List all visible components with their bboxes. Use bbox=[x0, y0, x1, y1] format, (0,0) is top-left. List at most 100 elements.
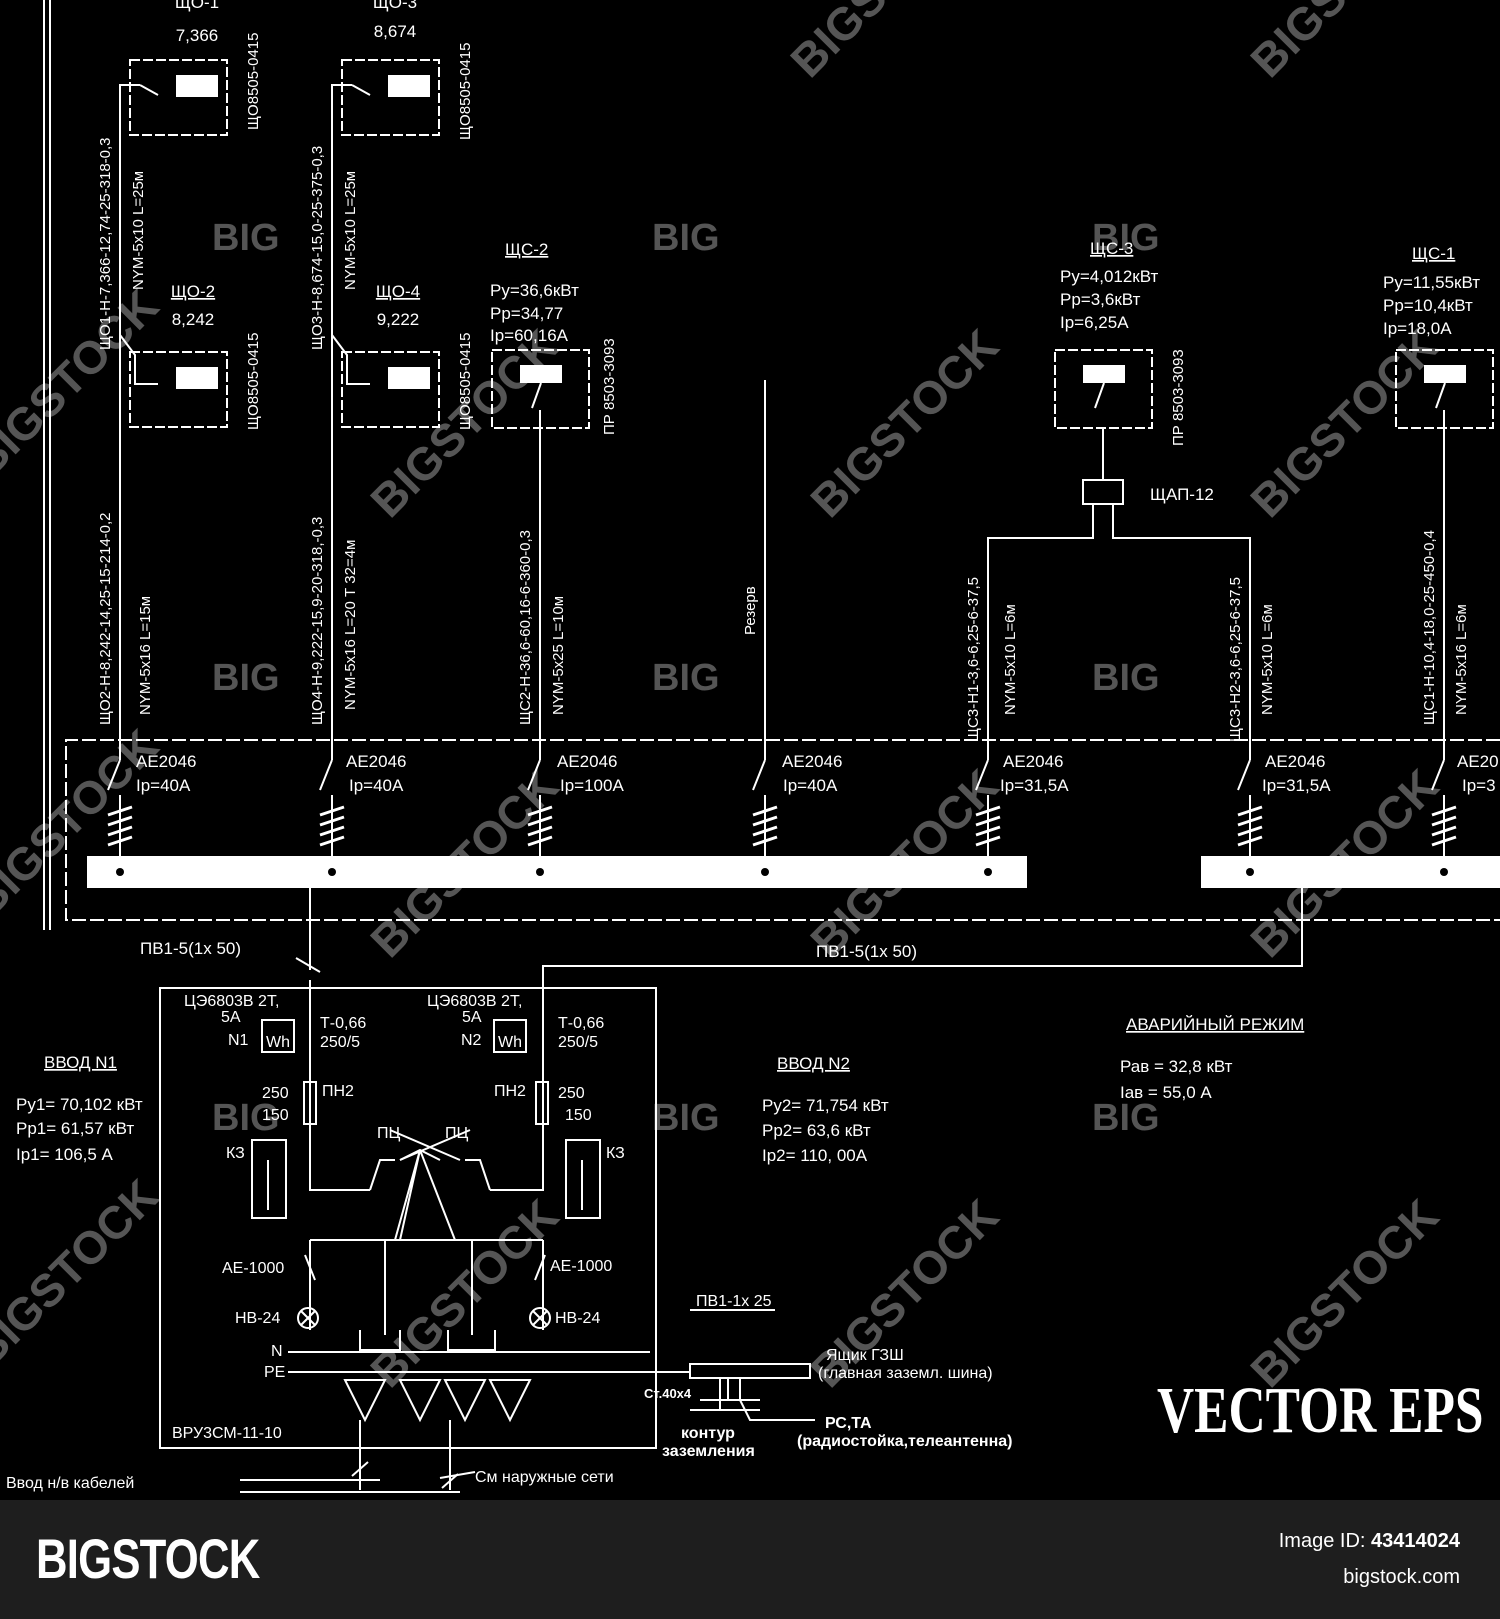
load-ip: Iр=18,0А bbox=[1383, 319, 1452, 338]
bigstock-logo: BIGSTOCK bbox=[36, 1527, 260, 1590]
cable-label: ЩО1-Н-7,366-12,74-25-318-0,3 bbox=[97, 137, 114, 350]
image-id-value: 43414024 bbox=[1371, 1530, 1460, 1552]
breaker-type: АЕ2046 bbox=[346, 752, 407, 771]
n-label: N bbox=[271, 1343, 283, 1360]
cabinet-name: ВРУ3СМ-11-10 bbox=[172, 1425, 282, 1442]
panel-value: 8,674 bbox=[374, 22, 417, 41]
load-pp: Рр=10,4кВт bbox=[1383, 296, 1473, 315]
watermark-small: BIG bbox=[212, 1097, 280, 1139]
pc-label: ПЦ bbox=[377, 1125, 401, 1142]
site-url: bigstock.com bbox=[1343, 1566, 1460, 1588]
breaker-ip: Iр=40А bbox=[783, 776, 838, 795]
cable-label: ЩС3-Н2-3,6-6,25-6-37,5 bbox=[1227, 577, 1244, 742]
ae-label: АЕ-1000 bbox=[222, 1260, 284, 1277]
load-name: ЩС-2 bbox=[505, 240, 548, 259]
bus-cable-label: ПВ1-5(1х 50) bbox=[816, 942, 917, 961]
meter-label: ЦЭ6803В 2Т, bbox=[184, 993, 279, 1010]
breaker-ip: Iр=100А bbox=[560, 776, 624, 795]
emergency-p: Рав = 32,8 кВт bbox=[1120, 1057, 1233, 1076]
input1-pp: Рр1= 61,57 кВт bbox=[16, 1119, 134, 1138]
load-py: Ру=4,012кВт bbox=[1060, 267, 1159, 286]
input1-py: Ру1= 70,102 кВт bbox=[16, 1095, 143, 1114]
input-cables-label: Ввод н/в кабелей bbox=[6, 1475, 134, 1492]
watermark: BIGSTOCK bbox=[1240, 0, 1448, 87]
cable-label: NYM-5х10 L=6м bbox=[1002, 604, 1019, 715]
cable-label: NYM-5х16 L=20 Т 32=4м bbox=[342, 540, 359, 710]
meter-amp: 5А bbox=[221, 1009, 241, 1026]
panel-type: ЩО8505-0415 bbox=[457, 43, 474, 140]
ae-label: АЕ-1000 bbox=[550, 1258, 612, 1275]
watermark: BIGSTOCK bbox=[0, 1169, 168, 1377]
rs-sub: (радиостойка,телеантенна) bbox=[797, 1433, 1012, 1450]
breaker-type: АЕ2046 bbox=[557, 752, 618, 771]
cable-label: ЩС1-Н-10,4-18,0-25-450-0,4 bbox=[1421, 530, 1438, 725]
cable-label: NYM-5х10 L=25м bbox=[342, 171, 359, 290]
input1-ip: Iр1= 106,5 А bbox=[16, 1145, 114, 1164]
cable-label: NYM-5х10 L=6м bbox=[1259, 604, 1276, 715]
breaker-type: АЕ2046 bbox=[136, 752, 197, 771]
input1-title: ВВОД N1 bbox=[44, 1053, 117, 1072]
diagram-canvas: BIGSTOCK BIGSTOCK BIGSTOCK BIGSTOCK BIGS… bbox=[0, 0, 1500, 1493]
stock-footer: BIGSTOCK Image ID: 43414024 bigstock.com bbox=[0, 1500, 1500, 1619]
cable-label: ЩС2-Н-36,6-60,16-6-360-0,3 bbox=[517, 530, 534, 725]
cable-label: NYM-5х16 L=15м bbox=[137, 596, 154, 715]
watermark: BIGSTOCK bbox=[1240, 1189, 1448, 1397]
watermark-small: BIG bbox=[1092, 1097, 1160, 1139]
reserve-label: Резерв bbox=[742, 586, 759, 635]
cable-label: ЩО4-Н-9,222-15,9-20-318,-0,3 bbox=[309, 517, 326, 725]
cable-label: NYM-5х10 L=25м bbox=[130, 171, 147, 290]
watermark: BIGSTOCK bbox=[800, 319, 1008, 527]
input2-py: Ру2= 71,754 кВт bbox=[762, 1096, 889, 1115]
image-id-label: Image ID: bbox=[1278, 1530, 1366, 1552]
breaker-ip: Iр=40А bbox=[349, 776, 404, 795]
image-id: Image ID: 43414024 bbox=[1279, 1530, 1460, 1553]
meter-label: ЦЭ6803В 2Т, bbox=[427, 993, 522, 1010]
pc-label: ПЦ bbox=[445, 1125, 469, 1142]
panel-type: ЩО8505-0415 bbox=[245, 333, 262, 430]
breaker-type: АЕ2046 bbox=[1003, 752, 1064, 771]
watermark-small: BIG bbox=[652, 217, 720, 259]
input2-pp: Рр2= 63,6 кВт bbox=[762, 1121, 871, 1140]
st-label: Ст.40х4 bbox=[644, 1386, 692, 1401]
gzsh-sub: (главная заземл. шина) bbox=[818, 1365, 993, 1382]
panel-name: ЩО-3 bbox=[373, 0, 417, 12]
load-pp: Рр=3,6кВт bbox=[1060, 290, 1141, 309]
fuse-den: 150 bbox=[262, 1107, 289, 1124]
ground-cable: ПВ1-1х 25 bbox=[696, 1293, 772, 1310]
fuse-label: ПН2 bbox=[494, 1083, 526, 1100]
watermark: BIGSTOCK bbox=[0, 719, 168, 927]
input2-title: ВВОД N2 bbox=[777, 1054, 850, 1073]
emergency-i: Iав = 55,0 А bbox=[1120, 1083, 1212, 1102]
watermark-small: BIG bbox=[1092, 217, 1160, 259]
gzsh-label: Ящик ГЗШ bbox=[826, 1347, 904, 1364]
cable-label: ЩО2-Н-8,242-14,25-15-214-0,2 bbox=[97, 512, 114, 725]
watermark: BIGSTOCK bbox=[360, 1189, 568, 1397]
breaker-type: АЕ2046 bbox=[782, 752, 843, 771]
breaker-ip: Iр=3 bbox=[1462, 776, 1496, 795]
meter-wh: Wh bbox=[498, 1034, 522, 1051]
cable-label: NYM-5х16 L=6м bbox=[1453, 604, 1470, 715]
ct-type: Т-0,66 bbox=[558, 1015, 604, 1032]
bus-cable-label: ПВ1-5(1х 50) bbox=[140, 939, 241, 958]
panel-value: 7,366 bbox=[176, 26, 219, 45]
meter-wh: Wh bbox=[266, 1034, 290, 1051]
watermark-small: BIG bbox=[652, 657, 720, 699]
load-pp: Рр=34,77 bbox=[490, 304, 563, 323]
pe-label: PE bbox=[264, 1364, 285, 1381]
panel-name: ЩО-2 bbox=[171, 282, 215, 301]
load-name: ЩС-1 bbox=[1412, 244, 1455, 263]
panel-type: ЩО8505-0415 bbox=[245, 33, 262, 130]
watermark-small: BIG bbox=[212, 217, 280, 259]
kz-label: КЗ bbox=[606, 1145, 625, 1162]
outside-label: См наружные сети bbox=[475, 1469, 614, 1486]
panel-value: 9,222 bbox=[377, 310, 420, 329]
loop-label-2: заземления bbox=[662, 1443, 755, 1460]
breaker-type: АЕ20 bbox=[1457, 752, 1499, 771]
watermark-small: BIG bbox=[1092, 657, 1160, 699]
ct-type: Т-0,66 bbox=[320, 1015, 366, 1032]
panel-type: ЩО8505-0415 bbox=[457, 333, 474, 430]
fuse-num: 250 bbox=[558, 1085, 585, 1102]
input2-ip: Iр2= 110, 00А bbox=[762, 1146, 868, 1165]
fuse-num: 250 bbox=[262, 1085, 289, 1102]
cable-label: ЩС3-Н1-3,6-6,25-6-37,5 bbox=[965, 577, 982, 742]
